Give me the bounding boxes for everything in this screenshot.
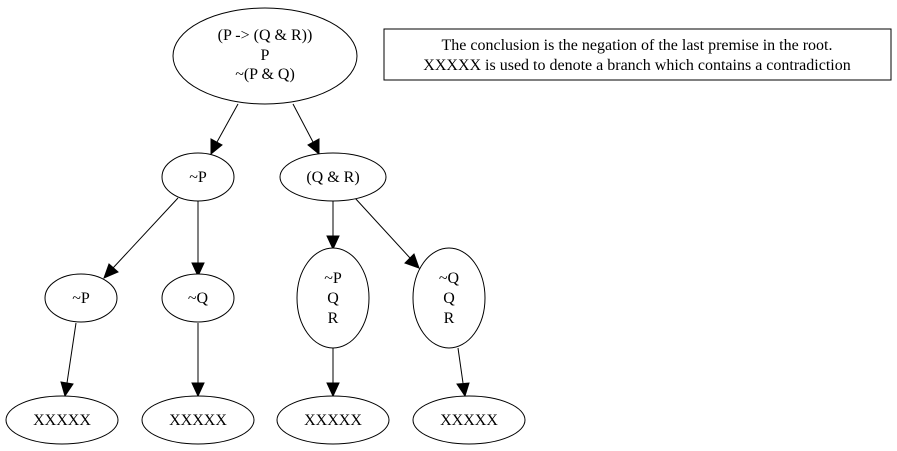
node-left: ~P (161, 152, 235, 202)
node-x1-ellipse (5, 395, 119, 445)
node-x2-line-1: XXXXX (169, 412, 227, 429)
node-rl: ~P Q R (296, 247, 370, 349)
node-right-line-1: (Q & R) (306, 169, 359, 186)
node-rr: ~Q Q R (412, 247, 486, 349)
node-rr-line-2: Q (443, 290, 455, 307)
edge-ll-x1 (66, 322, 77, 384)
node-lr-ellipse (161, 273, 235, 323)
note-line-1: The conclusion is the negation of the la… (441, 37, 832, 54)
edge-ll-x1-arrowhead (60, 381, 74, 398)
edge-root-right (292, 103, 314, 143)
edge-left-ll-arrowhead (103, 263, 119, 279)
node-rl-line-2: Q (327, 290, 339, 307)
node-ll-line-1: ~P (72, 290, 90, 307)
node-lr: ~Q (161, 273, 235, 323)
node-right-ellipse (279, 152, 387, 202)
edge-rr-x4 (457, 347, 464, 384)
node-rl-line-3: R (328, 310, 339, 327)
node-rr-ellipse (412, 247, 486, 349)
edge-root-left (216, 103, 239, 143)
node-root-line-1: (P -> (Q & R)) (218, 27, 313, 44)
node-rr-line-1: ~Q (439, 270, 460, 287)
node-x3-ellipse (276, 395, 390, 445)
node-left-line-1: ~P (189, 169, 207, 186)
node-lr-line-1: ~Q (188, 290, 209, 307)
edge-root-left-arrowhead (210, 138, 223, 156)
node-rl-line-1: ~P (324, 270, 342, 287)
edge-root-right-arrowhead (307, 138, 320, 156)
node-rl-ellipse (296, 247, 370, 349)
node-x2-ellipse (141, 395, 255, 445)
edge-right-rr-arrowhead (404, 253, 420, 269)
node-x3-line-1: XXXXX (304, 412, 362, 429)
node-x1: XXXXX (5, 395, 119, 445)
edge-left-ll (112, 197, 179, 269)
edge-right-rr (354, 197, 411, 259)
node-root-line-3: ~(P & Q) (235, 66, 295, 83)
note-box: The conclusion is the negation of the la… (383, 28, 892, 81)
node-ll: ~P (44, 273, 118, 323)
edge-right-rl-arrowhead (326, 235, 340, 251)
note-rect (383, 28, 892, 81)
node-rr-line-3: R (444, 310, 455, 327)
edges (60, 103, 470, 398)
node-x4-line-1: XXXXX (440, 412, 498, 429)
node-right: (Q & R) (279, 152, 387, 202)
node-ll-ellipse (44, 273, 118, 323)
node-x1-line-1: XXXXX (33, 412, 91, 429)
edge-rr-x4-arrowhead (456, 382, 470, 398)
node-root: (P -> (Q & R)) P ~(P & Q) (172, 7, 358, 105)
node-root-ellipse (172, 7, 358, 105)
node-x2: XXXXX (141, 395, 255, 445)
node-x3: XXXXX (276, 395, 390, 445)
note-line-2: XXXXX is used to denote a branch which c… (423, 57, 850, 74)
node-x4: XXXXX (412, 395, 526, 445)
node-root-line-2: P (261, 47, 270, 64)
edge-left-lr-arrowhead (191, 262, 205, 278)
edge-rl-x3-arrowhead (326, 382, 340, 398)
node-left-ellipse (161, 152, 235, 202)
node-x4-ellipse (412, 395, 526, 445)
edge-lr-x2-arrowhead (191, 382, 205, 398)
